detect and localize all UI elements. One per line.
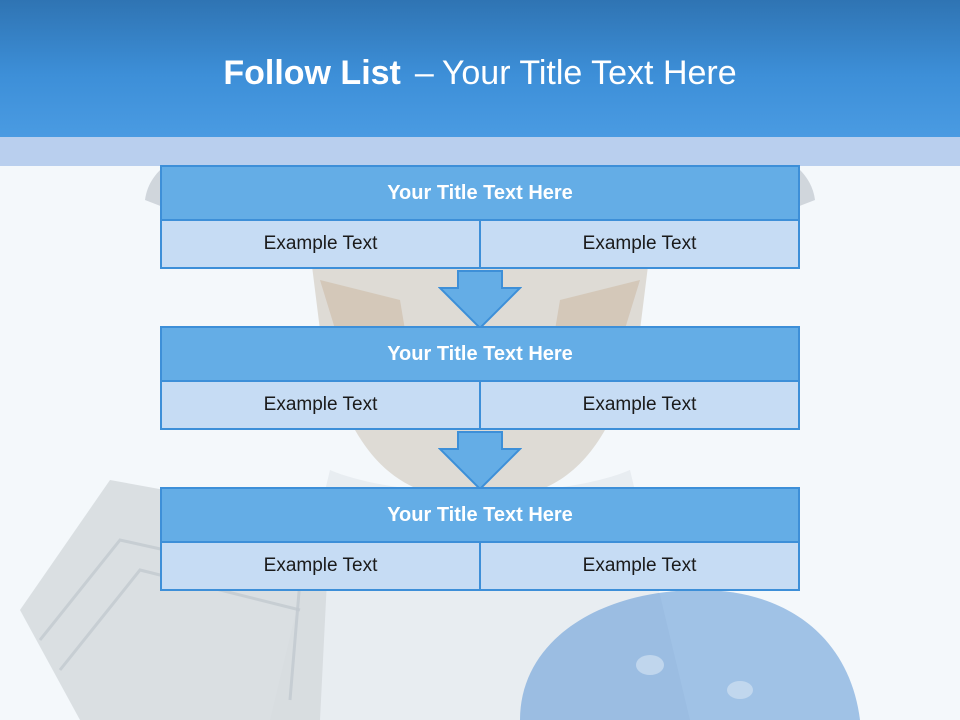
down-arrow-icon	[438, 270, 522, 330]
title-bold: Follow List	[223, 54, 401, 92]
title-rest: Your Title Text Here	[441, 54, 737, 92]
step-title: Your Title Text Here	[160, 326, 800, 382]
step-cell-right: Example Text	[479, 219, 800, 269]
step-box-3: Your Title Text Here Example Text Exampl…	[160, 487, 800, 591]
header-bar	[0, 0, 960, 137]
step-row: Example Text Example Text	[160, 380, 800, 430]
down-arrow-icon	[438, 431, 522, 491]
step-title: Your Title Text Here	[160, 487, 800, 543]
slide-title: Follow List–Your Title Text Here	[0, 54, 960, 93]
header-band	[0, 137, 960, 166]
step-row: Example Text Example Text	[160, 541, 800, 591]
step-box-1: Your Title Text Here Example Text Exampl…	[160, 165, 800, 269]
title-separator: –	[414, 54, 434, 92]
step-title: Your Title Text Here	[160, 165, 800, 221]
step-cell-left: Example Text	[160, 380, 481, 430]
step-cell-left: Example Text	[160, 541, 481, 591]
step-cell-right: Example Text	[479, 380, 800, 430]
step-cell-right: Example Text	[479, 541, 800, 591]
step-cell-left: Example Text	[160, 219, 481, 269]
step-row: Example Text Example Text	[160, 219, 800, 269]
step-box-2: Your Title Text Here Example Text Exampl…	[160, 326, 800, 430]
